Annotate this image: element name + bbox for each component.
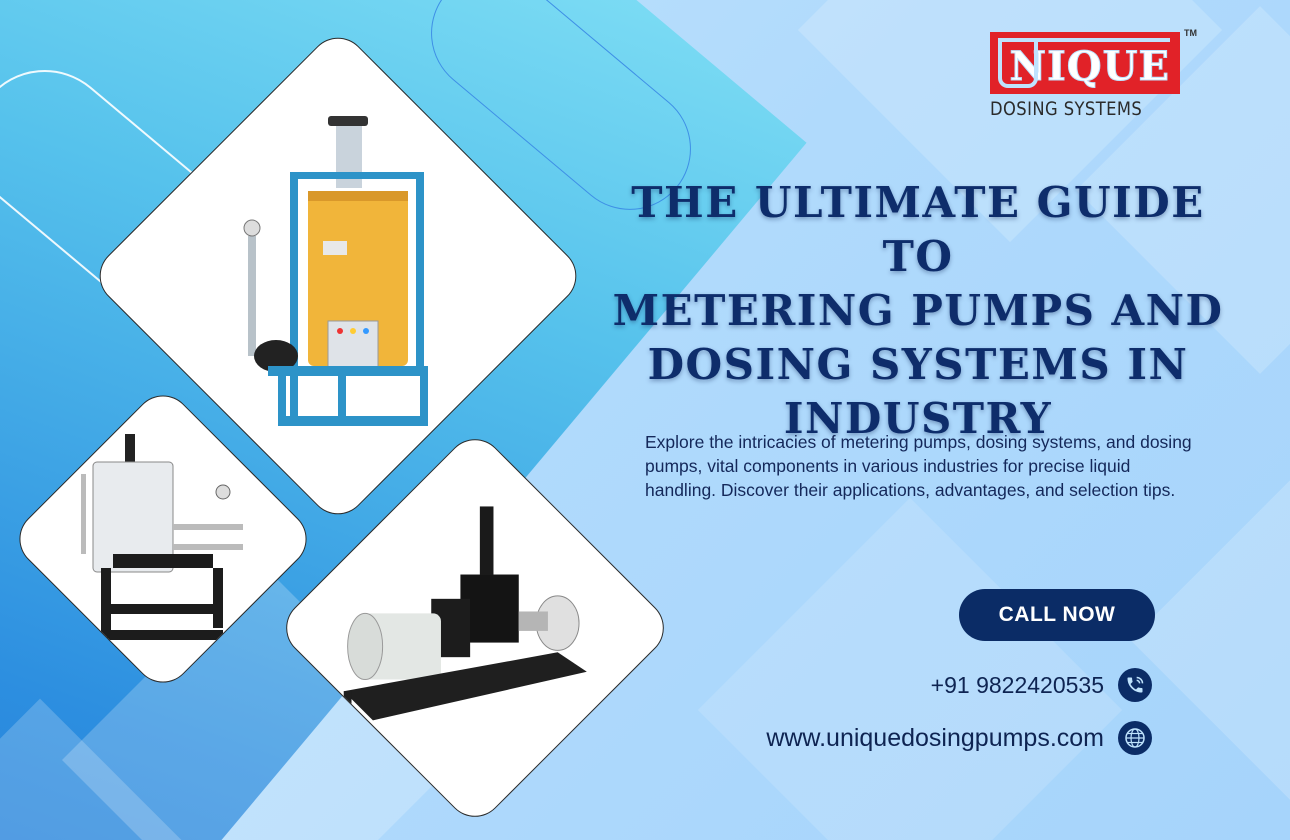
description-text: Explore the intricacies of metering pump… <box>645 432 1192 500</box>
agitator-dosing-skid-image <box>81 434 243 640</box>
logo-red-box: NIQUE <box>990 32 1180 94</box>
product-tile-agitator-skid <box>8 384 318 694</box>
page-title: THE ULTIMATE GUIDE TO METERING PUMPS AND… <box>600 176 1236 446</box>
phone-number[interactable]: +91 9822420535 <box>930 671 1104 698</box>
brand-logo: NIQUE DOSING SYSTEMS <box>990 32 1190 120</box>
dosing-tank-system-image <box>243 116 428 426</box>
phone-contact[interactable]: +91 9822420535 <box>931 668 1152 702</box>
globe-icon[interactable] <box>1118 721 1152 755</box>
call-now-button[interactable]: CALL NOW <box>959 589 1155 641</box>
website-contact[interactable]: www.uniquedosingpumps.com <box>766 721 1152 755</box>
logo-subtitle: DOSING SYSTEMS <box>990 98 1143 120</box>
trademark-symbol: TM <box>1184 28 1197 38</box>
product-tile-metering-pump <box>275 428 675 828</box>
title-line: INDUSTRY <box>783 394 1053 443</box>
website-link[interactable]: www.uniquedosingpumps.com <box>766 723 1104 752</box>
phone-icon[interactable] <box>1118 668 1152 702</box>
metering-pump-image <box>343 506 587 721</box>
background-diamond <box>1130 470 1290 810</box>
title-line: THE ULTIMATE GUIDE TO <box>631 178 1205 281</box>
logo-bar <box>998 38 1170 42</box>
product-tile-dosing-tank <box>89 27 587 525</box>
title-line: DOSING SYSTEMS IN <box>647 340 1189 389</box>
title-line: METERING PUMPS AND <box>612 286 1224 335</box>
logo-u-letter <box>998 38 1038 88</box>
